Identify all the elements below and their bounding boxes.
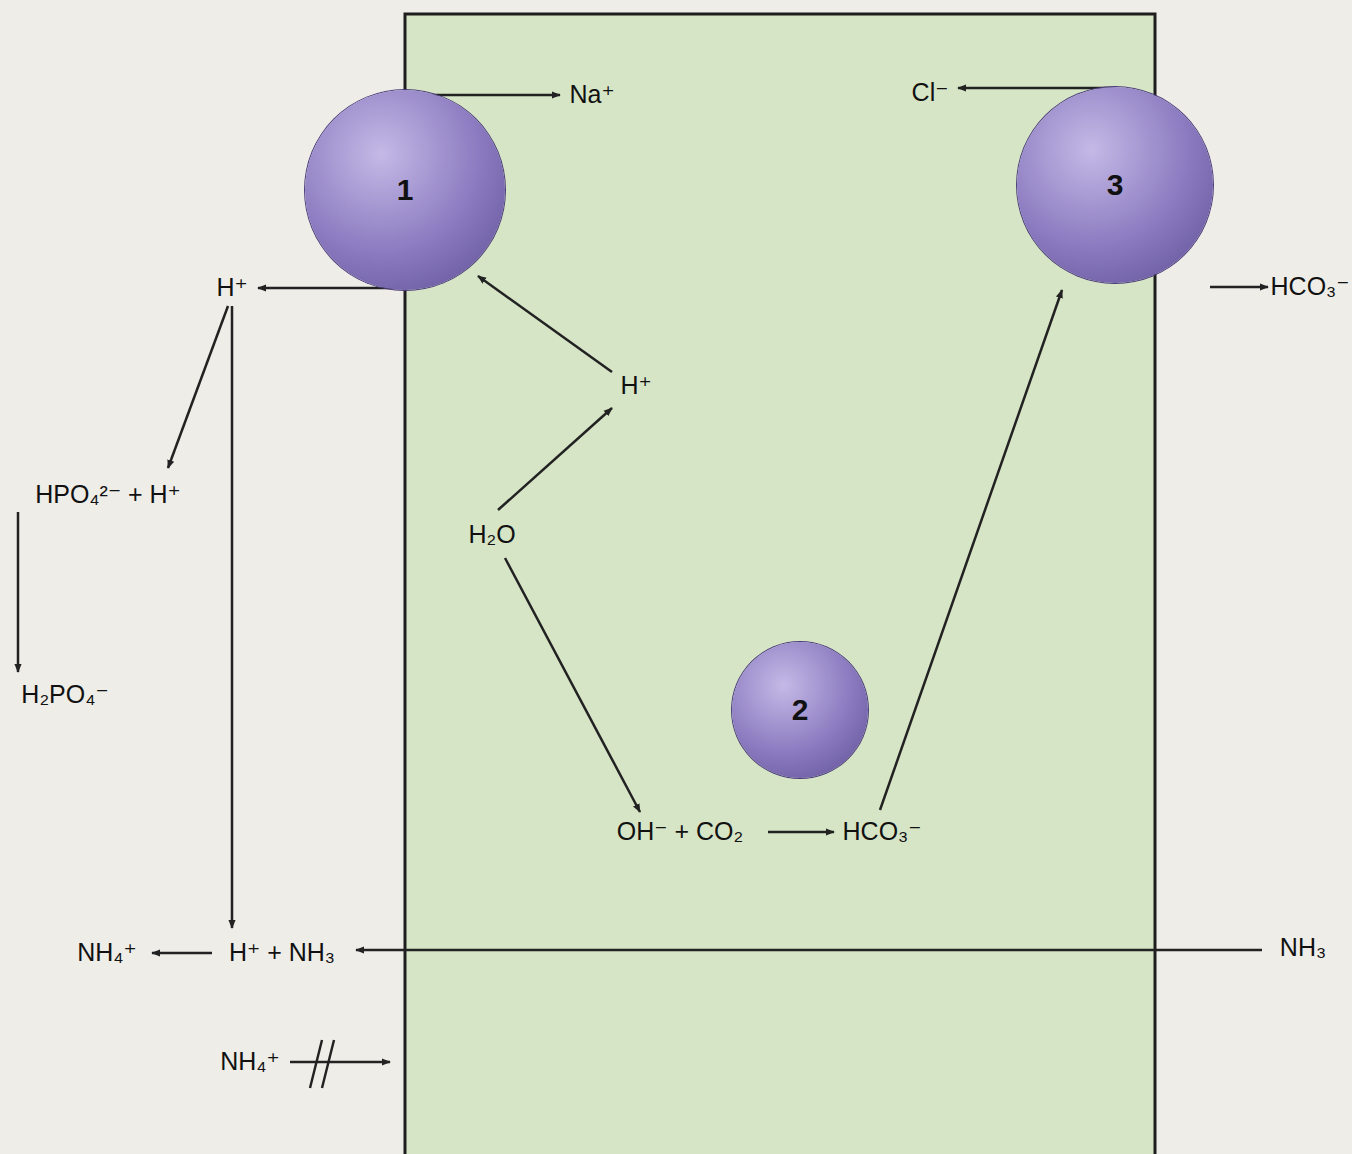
- chemical-species: NH₃: [1280, 934, 1326, 962]
- chemical-species: Cl⁻: [912, 79, 949, 107]
- chemical-species: H⁺ + NH₃: [229, 939, 335, 967]
- transporter-circle: 2: [732, 642, 868, 778]
- chemical-species: HCO₃⁻: [843, 818, 922, 846]
- chemical-species: H⁺: [216, 274, 247, 302]
- chemical-species: HCO₃⁻: [1271, 273, 1350, 301]
- chemical-species: NH₄⁺: [77, 939, 137, 967]
- chemical-species: H⁺: [620, 372, 651, 400]
- chemical-species: Na⁺: [569, 81, 614, 109]
- callout-number: 2: [792, 693, 809, 727]
- callout-number: 3: [1107, 168, 1124, 202]
- chemical-species: NH₄⁺: [220, 1048, 280, 1076]
- transporter-circle: 1: [305, 90, 505, 290]
- callout-number: 1: [397, 173, 414, 207]
- chemical-species: H₂PO₄⁻: [21, 681, 108, 709]
- chemical-species: H₂O: [468, 521, 515, 549]
- transporter-circle: 3: [1017, 87, 1213, 283]
- chemical-species: OH⁻ + CO₂: [617, 818, 743, 846]
- reaction-arrows: [18, 88, 1268, 1088]
- chemical-species: HPO₄²⁻ + H⁺: [35, 481, 181, 509]
